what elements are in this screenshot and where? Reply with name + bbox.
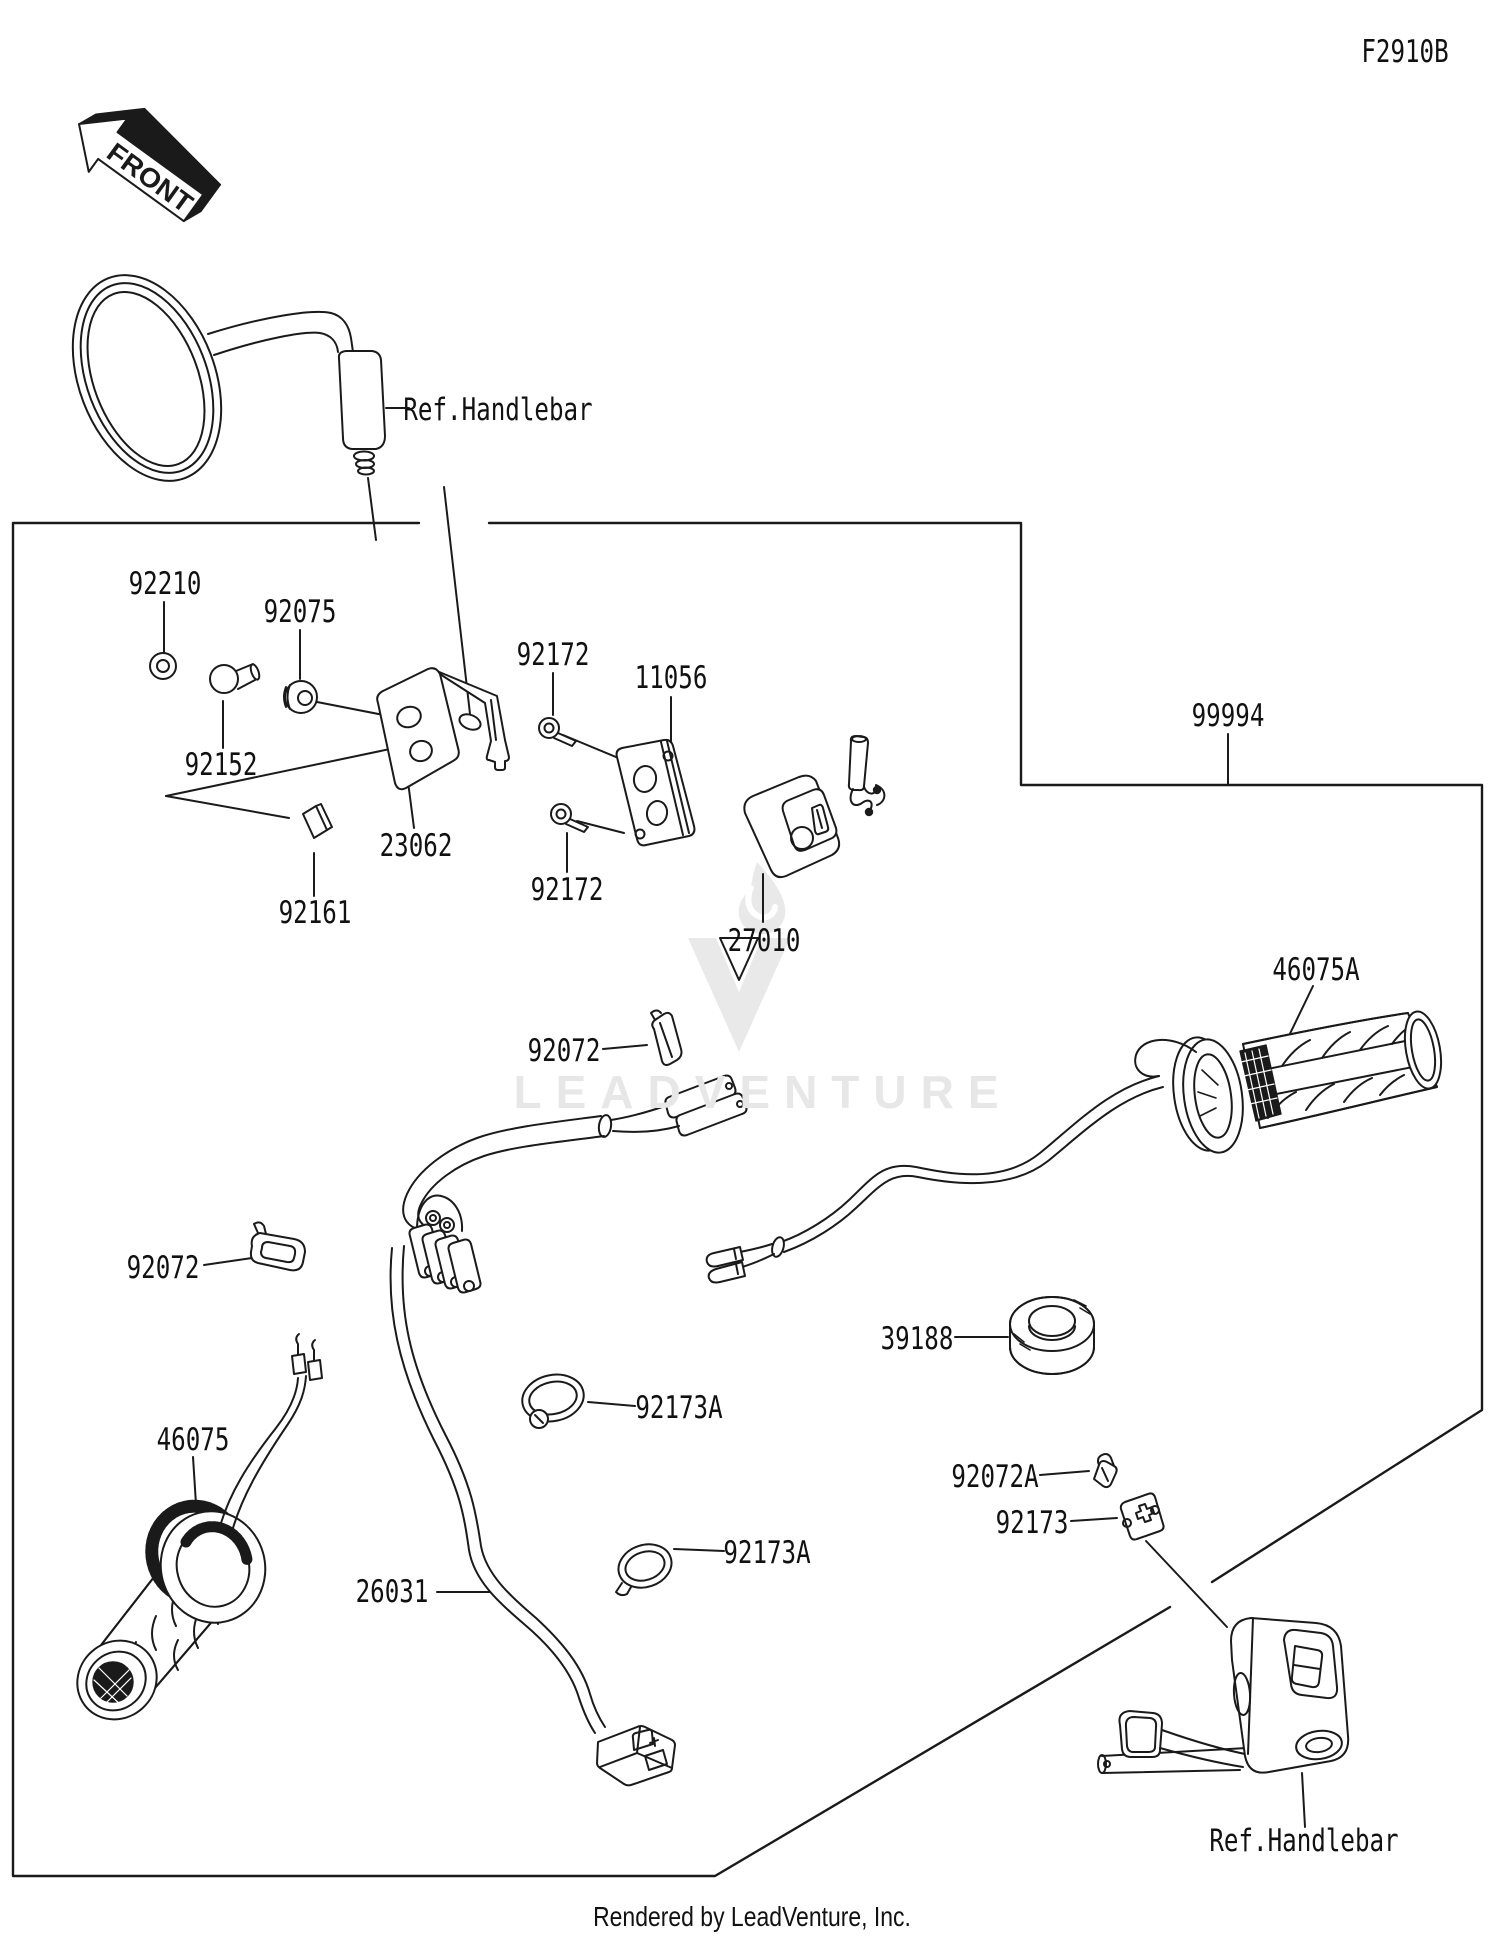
ref-label-handlebar-switch: Ref.Handlebar — [1209, 1823, 1399, 1859]
part-92173a-clamp-upper — [521, 1373, 585, 1429]
figure-code: F2910B — [1361, 34, 1449, 70]
part-26031-harness — [389, 1114, 676, 1787]
part-27010-switch — [743, 735, 886, 879]
part-label-46075a[interactable]: 46075A — [1272, 952, 1360, 988]
part-label-92173[interactable]: 92173 — [995, 1505, 1069, 1541]
part-92173-plate — [1119, 1492, 1165, 1541]
part-label-92161[interactable]: 92161 — [278, 895, 352, 931]
part-label-46075[interactable]: 46075 — [156, 1422, 230, 1458]
part-11056-bracket — [615, 738, 696, 847]
part-92075-damper — [283, 680, 318, 714]
part-92161-key — [302, 803, 333, 839]
front-arrow-icon: FRONT — [78, 107, 222, 223]
part-label-92173a-upper[interactable]: 92173A — [635, 1390, 723, 1426]
part-label-92172-bottom[interactable]: 92172 — [530, 872, 604, 908]
part-label-92075[interactable]: 92075 — [263, 594, 337, 630]
part-label-92072-mid[interactable]: 92072 — [527, 1033, 601, 1069]
part-46075-grip-left — [76, 1333, 323, 1721]
ref-label-handlebar-mirror: Ref.Handlebar — [403, 392, 593, 428]
watermark-text: LEADVENTURE — [513, 1066, 1013, 1118]
part-label-92072a[interactable]: 92072A — [951, 1459, 1039, 1495]
part-label-92152[interactable]: 92152 — [184, 747, 258, 783]
part-92172-screw-bottom — [550, 803, 589, 833]
part-92152-plug — [209, 663, 261, 694]
part-92210-nut — [149, 652, 177, 680]
part-label-92210[interactable]: 92210 — [128, 566, 202, 602]
part-92072-clip-left — [249, 1221, 306, 1272]
part-label-92172-top[interactable]: 92172 — [516, 637, 590, 673]
harness-connector — [610, 1074, 748, 1137]
ref-mirror-drawing — [71, 274, 386, 482]
part-92173a-clamp-lower — [615, 1543, 673, 1597]
part-label-92072-left[interactable]: 92072 — [126, 1250, 200, 1286]
footer-credit: Rendered by LeadVenture, Inc. — [593, 1901, 911, 1932]
part-23062-bracket — [376, 667, 510, 791]
part-label-23062[interactable]: 23062 — [379, 828, 453, 864]
ref-switch-assembly — [1097, 1617, 1350, 1774]
part-39188-tape — [1009, 1296, 1095, 1375]
part-92072a-clip — [1093, 1453, 1118, 1489]
part-92072-clip-mid — [650, 1009, 683, 1066]
part-label-11056[interactable]: 11056 — [634, 660, 708, 696]
part-46075a-grip-right — [705, 1010, 1443, 1284]
kit-label-99994[interactable]: 99994 — [1191, 698, 1265, 734]
part-label-92173a-lower[interactable]: 92173A — [723, 1535, 811, 1571]
part-label-26031[interactable]: 26031 — [355, 1574, 429, 1610]
part-label-27010[interactable]: 27010 — [727, 923, 801, 959]
part-92172-screw-top — [538, 717, 577, 747]
kit-boundary — [11, 521, 1484, 1878]
part-label-39188[interactable]: 39188 — [880, 1321, 954, 1357]
